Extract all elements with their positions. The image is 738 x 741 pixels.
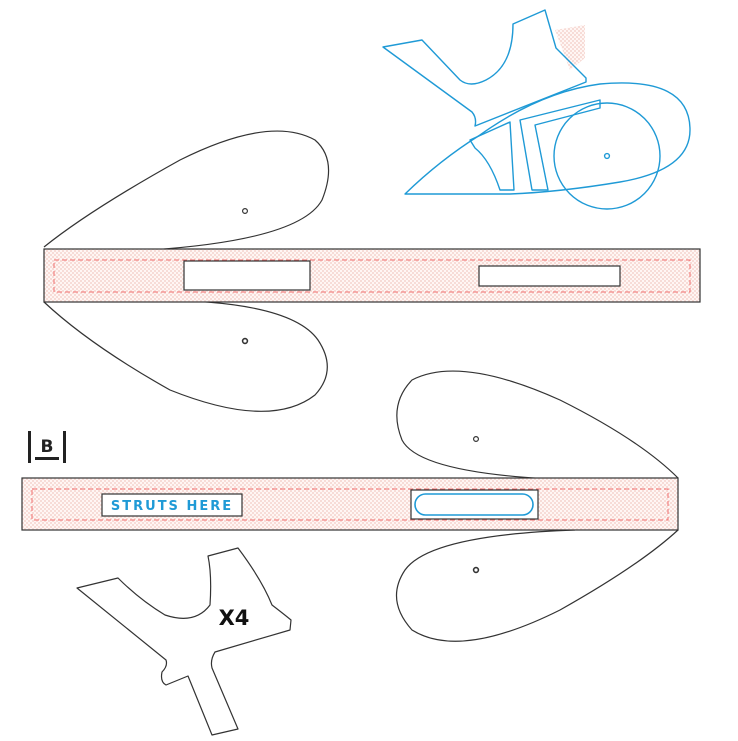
strut-label-box (101, 493, 243, 517)
bottom-wing-lower-hole (472, 566, 480, 574)
assembly-hub (603, 152, 611, 160)
bottom-wing-upper-hole (473, 436, 480, 443)
top-wing-upper-lobe (43, 130, 330, 251)
bottom-spine-score-line (31, 488, 669, 521)
bottom-wing-upper-lobe (396, 370, 679, 481)
strut-piece: X4 (76, 547, 292, 736)
assembly-wing-outline (404, 82, 691, 195)
top-wing-piece (43, 130, 701, 412)
assembly-wheel (553, 102, 661, 210)
top-wing-lower-hole (241, 337, 249, 345)
bottom-wing-lower-lobe (395, 529, 679, 642)
assembly-shadow-hatch (555, 25, 585, 70)
top-spine-slot-1 (183, 260, 311, 291)
assembly-inner-strut-2 (519, 99, 601, 191)
logo-letter: B (41, 437, 54, 457)
assembly-inner-strut (469, 121, 515, 191)
top-spine-slot-2 (478, 265, 621, 287)
brand-logo: B (28, 431, 66, 463)
quantity-label: X4 (219, 606, 250, 630)
top-wing-lower-lobe (43, 299, 328, 412)
strut-outline (76, 547, 292, 736)
strut-label: STRUTS HERE (111, 499, 233, 514)
bottom-spine-slot-pill (414, 493, 534, 516)
bottom-wing-piece: STRUTS HERE (21, 370, 679, 642)
top-spine-score-line (53, 259, 691, 293)
assembly-strut-outline (382, 9, 587, 127)
assembly-diagram (382, 9, 691, 210)
top-wing-upper-hole (242, 208, 249, 215)
